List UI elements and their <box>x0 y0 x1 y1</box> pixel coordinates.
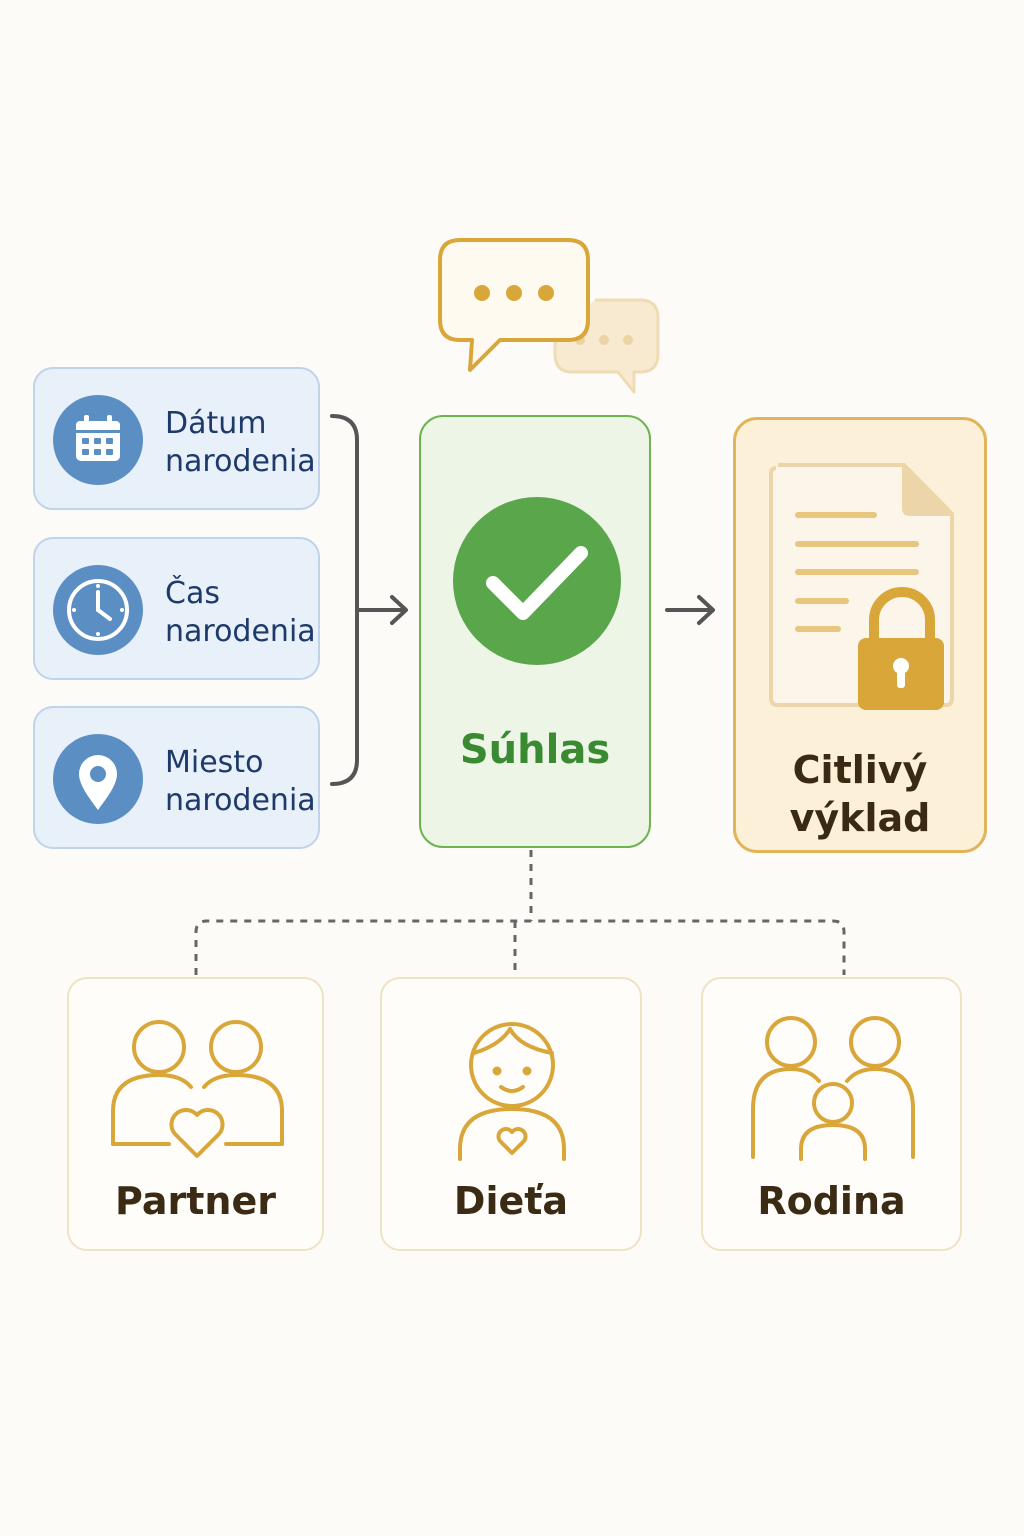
location-pin-icon <box>53 734 143 824</box>
child-heart-icon <box>458 1022 566 1161</box>
input-card-birth-time: Čas narodenia <box>33 537 320 680</box>
checkmark-icon <box>453 497 621 665</box>
result-label: Citlivý výklad <box>789 748 931 840</box>
couple-heart-icon <box>111 1020 284 1158</box>
input-card-birth-date: Dátum narodenia <box>33 367 320 510</box>
arrow-to-result <box>665 595 715 625</box>
locked-document-icon <box>769 463 954 710</box>
recipient-card-partner: Partner <box>67 977 324 1251</box>
input-label-birth-time: Čas narodenia <box>165 576 316 649</box>
arrow-to-consent <box>355 595 408 625</box>
speech-bubbles-icon <box>438 238 660 394</box>
clock-icon <box>53 565 143 655</box>
calendar-icon <box>53 395 143 485</box>
recipient-label-partner: Partner <box>115 1179 276 1223</box>
recipient-card-family: Rodina <box>701 977 962 1251</box>
input-label-birth-place: Miesto narodenia <box>165 745 316 818</box>
consent-label: Súhlas <box>459 727 611 773</box>
result-card: Citlivý výklad <box>733 417 987 853</box>
recipient-label-child: Dieťa <box>453 1179 569 1223</box>
recipient-label-family: Rodina <box>757 1179 906 1223</box>
recipient-card-child: Dieťa <box>380 977 642 1251</box>
input-card-birth-place: Miesto narodenia <box>33 706 320 849</box>
input-bracket <box>330 414 359 786</box>
dashed-tree <box>194 850 846 975</box>
family-icon <box>751 1016 915 1161</box>
consent-card: Súhlas <box>419 415 651 848</box>
input-label-birth-date: Dátum narodenia <box>165 406 316 479</box>
